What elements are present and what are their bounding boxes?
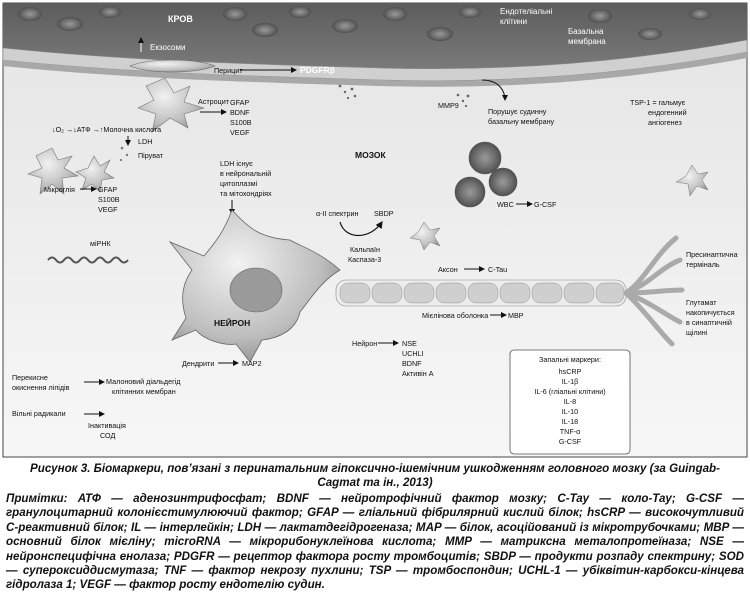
label-mirna: міРНК xyxy=(90,239,112,248)
label-mda-1: Малоновий діальдегід xyxy=(106,377,181,386)
label-wbc: WBC xyxy=(497,200,514,209)
label-tsp-3: ангіогенез xyxy=(648,118,682,127)
microglia-cell-2 xyxy=(75,155,115,193)
biomarker-diagram: КРОВ Ендотеліальні клітини Базальна мемб… xyxy=(2,2,748,458)
label-spectrin: α-II спектрин xyxy=(316,209,359,218)
figure-caption: Рисунок 3. Біомаркери, пов’язані з перин… xyxy=(30,462,720,489)
microglia-cell xyxy=(27,147,79,195)
label-myelin: Мієлінова оболонка xyxy=(422,311,488,320)
red-blood-cells xyxy=(18,6,711,41)
axon-terminals xyxy=(623,235,685,347)
glial-cell-right xyxy=(675,164,709,197)
mirna-strand xyxy=(47,256,129,264)
micro-marker-1: GFAP xyxy=(98,185,117,194)
ldh-note-3: цитоплазмі xyxy=(220,179,258,188)
astrocyte-cell xyxy=(137,77,206,133)
label-endothelial-1: Ендотеліальні xyxy=(500,7,553,16)
micro-marker-2: S100B xyxy=(98,195,120,204)
ldh-note-4: та мітохондріях xyxy=(220,189,272,198)
label-pdgfrb: PDGFRβ xyxy=(300,65,335,75)
label-glut-4: щілині xyxy=(686,328,708,337)
glial-cell-center xyxy=(409,221,441,251)
neuron-marker-1: NSE xyxy=(402,339,417,348)
label-basal-1: Базальна xyxy=(568,27,604,36)
label-neuron: НЕЙРОН xyxy=(214,317,250,328)
white-blood-cells xyxy=(454,141,518,208)
pericyte-cell xyxy=(129,59,216,73)
label-calpain: Кальпаїн xyxy=(350,245,380,254)
ldh-note-1: LDH існує xyxy=(220,159,253,168)
label-basal-2: мембрана xyxy=(568,37,606,46)
label-map2: MAP2 xyxy=(242,359,262,368)
label-lipid-1: Перекисне xyxy=(12,373,48,382)
label-wbc-gcsf: G-CSF xyxy=(534,200,557,209)
label-blood: КРОВ xyxy=(168,14,193,24)
label-neuron-small: Нейрон xyxy=(352,339,377,348)
axon-myelin xyxy=(335,279,627,307)
infl-title: Запальні маркери: xyxy=(539,355,601,364)
infl-7: TNF-α xyxy=(560,427,581,436)
label-glut-1: Глутамат xyxy=(686,298,717,307)
label-tsp-2: ендогенний xyxy=(648,108,687,117)
inflammatory-markers-box xyxy=(509,349,631,455)
label-lipid-2: окиснення ліпідів xyxy=(12,383,70,392)
label-disrupt-1: Порушує судинну xyxy=(488,107,547,116)
neuron-marker-4: Активін А xyxy=(402,369,434,378)
label-axon: Аксон xyxy=(438,265,458,274)
label-presyn-1: Пресинаптична xyxy=(686,250,738,259)
label-pericyte: Перицит xyxy=(214,66,243,75)
lactate-particles xyxy=(119,146,129,162)
label-mbp: MBP xyxy=(508,311,524,320)
label-dendrites: Дендрити xyxy=(182,359,214,368)
neuron-nucleus xyxy=(229,267,283,313)
label-o2-cascade: ↓O₂ →↓АТФ →↑Молочна кислота xyxy=(52,125,161,134)
label-sod-2: СОД xyxy=(100,431,115,440)
astro-marker-2: BDNF xyxy=(230,108,250,117)
astro-marker-3: S100B xyxy=(230,118,252,127)
label-caspase: Каспаза-3 xyxy=(348,255,381,264)
label-ldh: LDH xyxy=(138,137,152,146)
label-disrupt-2: базальну мембрану xyxy=(488,117,555,126)
label-ctau: C-Tau xyxy=(488,265,507,274)
infl-4: IL-8 xyxy=(564,397,576,406)
label-microglia: Мікроглія xyxy=(44,185,75,194)
infl-8: G-CSF xyxy=(559,437,582,446)
infl-5: IL-10 xyxy=(562,407,578,416)
blood-vessel xyxy=(3,3,747,69)
pdgfrb-particles xyxy=(338,84,357,100)
label-sbdp: SBDP xyxy=(374,209,394,218)
label-astrocyte: Астроцит xyxy=(198,97,230,106)
infl-1: hsCRP xyxy=(559,367,582,376)
figure-notes: Примітки: АТФ — аденозинтрифосфат; BDNF … xyxy=(6,492,744,592)
infl-3: IL-6 (гліальні клітини) xyxy=(534,387,605,396)
infl-2: IL-1β xyxy=(562,377,579,386)
mmp9-particles xyxy=(456,93,470,108)
neuron-marker-2: UCHLI xyxy=(402,349,424,358)
astro-marker-1: GFAP xyxy=(230,98,249,107)
label-radicals: Вільні радикали xyxy=(12,409,66,418)
basal-membrane xyxy=(3,52,747,87)
label-pyruvate: Піруват xyxy=(138,151,164,160)
label-glut-3: в синаптичній xyxy=(686,318,732,327)
micro-marker-3: VEGF xyxy=(98,205,118,214)
label-presyn-2: терміналь xyxy=(686,260,720,269)
label-exosomes: Екзосоми xyxy=(150,43,185,52)
label-tsp-1: TSP-1 = гальмує xyxy=(630,98,686,107)
label-endothelial-2: клітини xyxy=(500,17,527,26)
label-glut-2: накопичується xyxy=(686,308,735,317)
label-mda-2: клітинних мембран xyxy=(112,387,176,396)
label-sod-1: Інактивація xyxy=(88,421,126,430)
infl-6: IL-18 xyxy=(562,417,578,426)
astro-marker-4: VEGF xyxy=(230,128,250,137)
label-mmp9: MMP9 xyxy=(438,101,459,110)
ldh-note-2: в нейрональній xyxy=(220,169,271,178)
neuron-marker-3: BDNF xyxy=(402,359,422,368)
label-brain: МОЗОК xyxy=(355,150,387,160)
